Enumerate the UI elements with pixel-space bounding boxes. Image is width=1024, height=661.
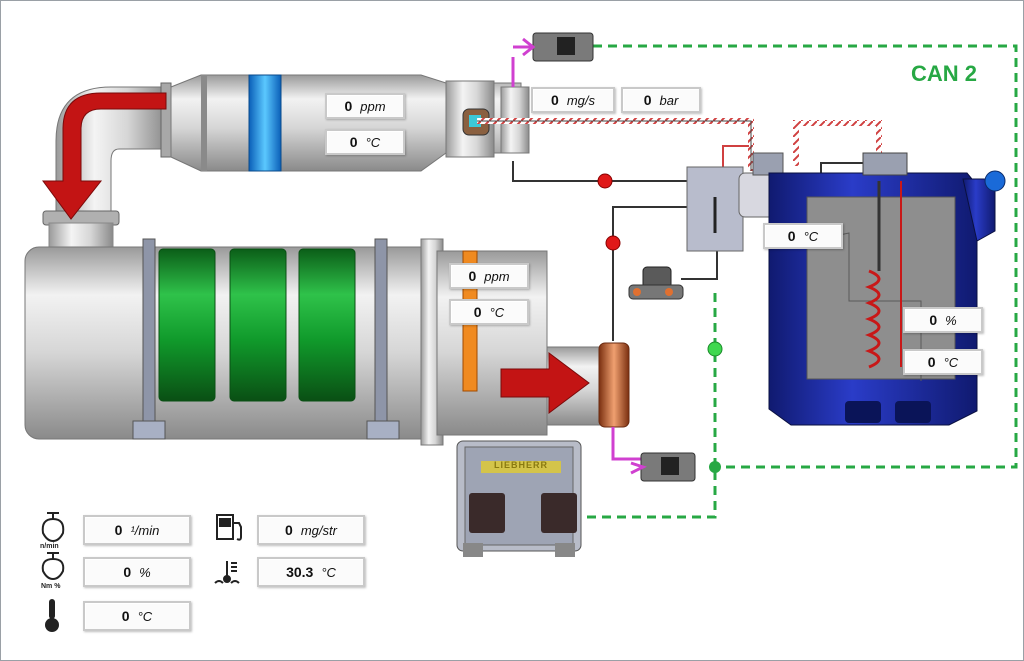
oxidation-catalyst [170, 74, 530, 172]
readout-value: 0 [473, 304, 482, 320]
tank-level-readout: 0 % [903, 307, 983, 333]
engine-control-unit [456, 440, 582, 557]
readout-value: 0 [929, 312, 938, 328]
engine-torque-icon-label: Nm % [41, 583, 61, 590]
readout-unit: °C [943, 354, 959, 370]
readout-value: 0 [344, 98, 353, 114]
scr-temp-readout: 0 °C [449, 299, 529, 325]
engine-speed-icon-label: n/min [40, 543, 59, 550]
coolant-temp-icon [214, 561, 240, 584]
readout-value: 0 [468, 268, 477, 284]
engine-torque-readout: 0 % [83, 557, 191, 587]
readout-value: 0 [349, 134, 358, 150]
readout-value: 0 [285, 522, 293, 538]
thermometer-icon [45, 599, 59, 632]
nox-sensor-upper [513, 32, 594, 62]
engine-torque-icon [41, 552, 65, 581]
readout-unit: °C [365, 134, 381, 150]
fuel-injection-readout: 0 mg/str [257, 515, 365, 545]
readout-value: 0 [123, 564, 132, 580]
red-connector-icon [605, 235, 621, 251]
dosing-flow-readout: 0 mg/s [531, 87, 615, 113]
dosing-valve [628, 266, 684, 300]
readout-unit: bar [659, 92, 679, 108]
engine-speed-icon [41, 512, 65, 543]
readout-value: 0 [787, 228, 796, 244]
readout-unit: ppm [484, 268, 510, 284]
readout-unit: °C [803, 228, 819, 244]
oxicat-nox-readout: 0 ppm [325, 93, 405, 119]
pump-temp-readout: 0 °C [763, 223, 843, 249]
nox-sensor-lower [630, 452, 696, 482]
readout-value: 0 [121, 608, 130, 624]
red-connector-icon [597, 173, 613, 189]
readout-unit: mg/s [566, 92, 595, 108]
readout-value: 0 [643, 92, 652, 108]
wiring [477, 57, 882, 461]
fuel-pump-icon [216, 514, 242, 541]
def-tank [768, 152, 1006, 426]
scr-catalyst [24, 238, 630, 446]
can-bus-label: CAN 2 [911, 61, 978, 86]
readout-value: 0 [551, 92, 559, 108]
can-bus-lines [577, 44, 1018, 519]
tank-temp-readout: 0 °C [903, 349, 983, 375]
readout-unit: mg/str [300, 522, 337, 538]
flow-arrow-icon [42, 92, 167, 220]
oxicat-temp-readout: 0 °C [325, 129, 405, 155]
dosing-pressure-readout: 0 bar [621, 87, 701, 113]
ecu-brand-label: LIEBHERR [493, 460, 548, 470]
readout-unit: ¹/min [130, 522, 160, 538]
can-junction [709, 461, 721, 473]
readout-value: 0 [927, 354, 936, 370]
readout-unit: °C [137, 608, 153, 624]
readout-unit: °C [321, 564, 336, 580]
readout-unit: °C [489, 304, 505, 320]
readout-value: 0 [114, 522, 123, 538]
readout-value: 30.3 [286, 564, 314, 580]
engine-speed-readout: 0 ¹/min [83, 515, 191, 545]
readout-unit: % [139, 564, 151, 580]
ambient-temp-readout: 0 °C [83, 601, 191, 631]
green-connector-icon [707, 341, 723, 357]
flow-arrow-icon [500, 352, 590, 414]
readout-unit: ppm [360, 98, 386, 114]
readout-unit: % [945, 312, 957, 328]
scr-nox-readout: 0 ppm [449, 263, 529, 289]
coolant-temp-readout: 30.3 °C [257, 557, 365, 587]
